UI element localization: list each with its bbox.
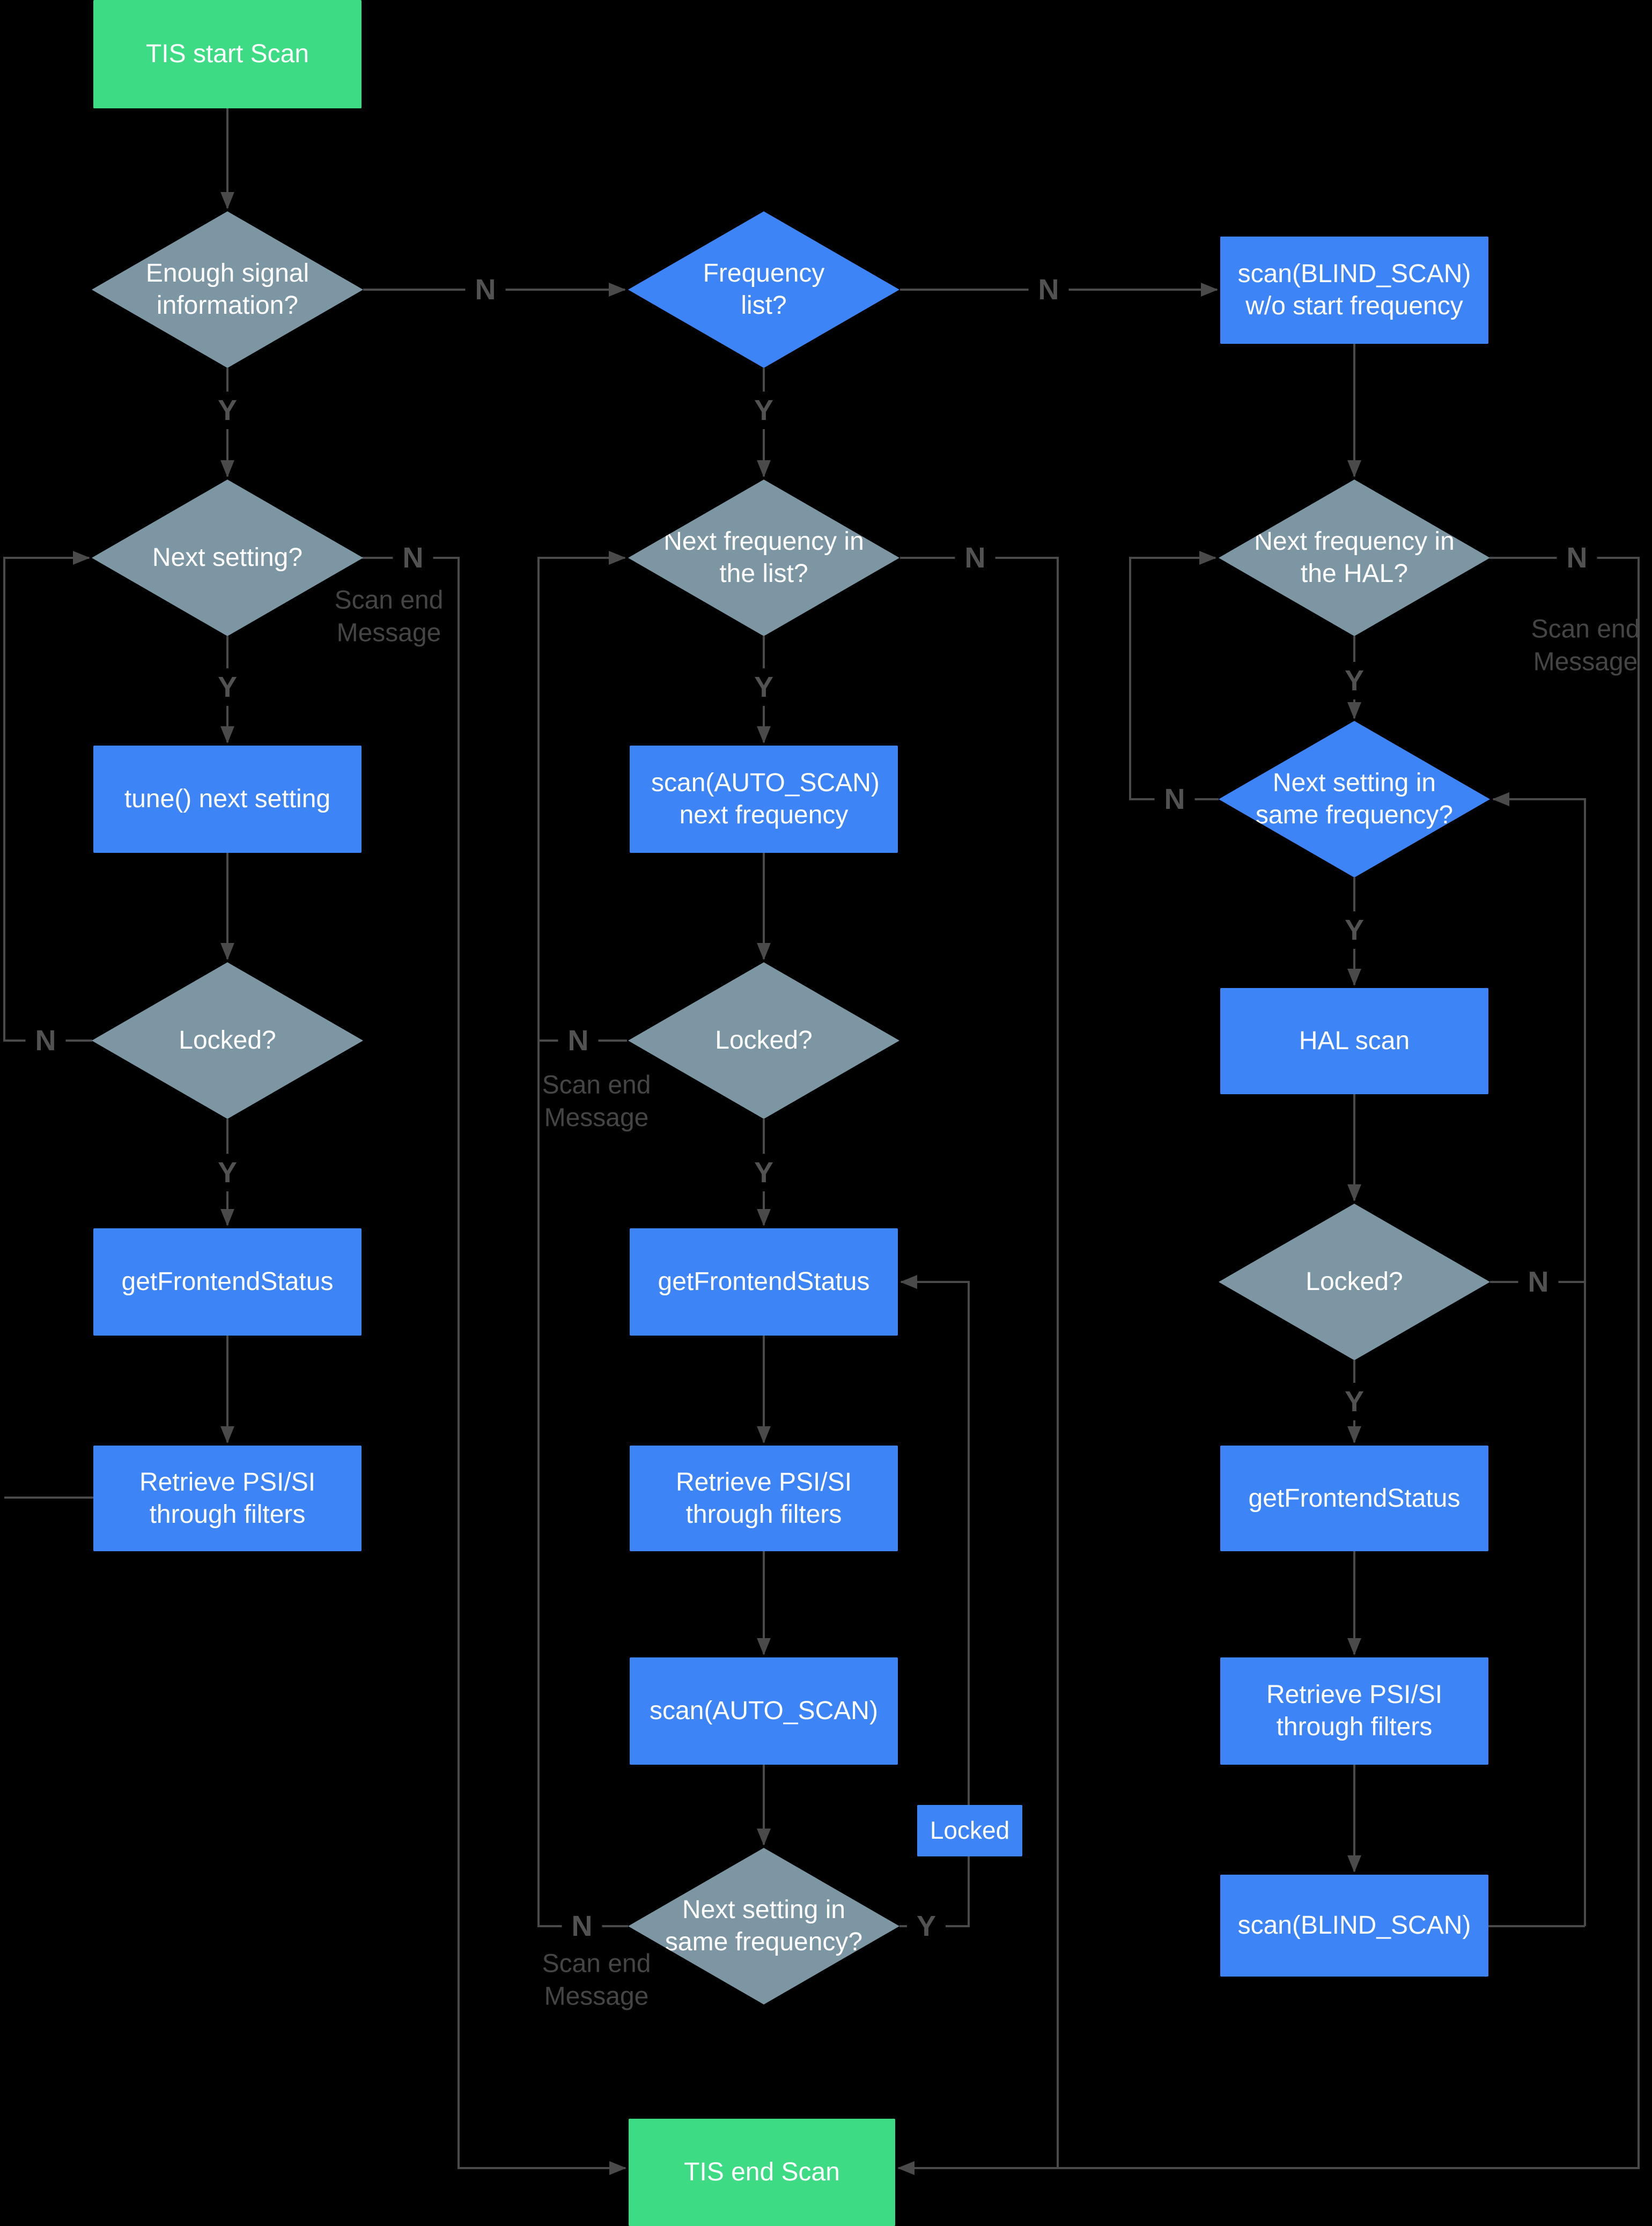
node-label: scan(AUTO_SCAN) [650,1697,878,1725]
node-scan-blind-scan-wo-start-frequency: scan(BLIND_SCAN) w/o start frequency [1220,237,1488,344]
edge-tag-locked: Locked [917,1805,1022,1856]
label-yes-next-setting: Y [208,668,247,706]
node-label: HAL scan [1299,1027,1410,1055]
node-label: Next setting? [152,543,303,572]
label-yes-locked-right: Y [1334,1383,1374,1420]
node-retrieve-psi-si-right: Retrieve PSI/SI through filters [1220,1657,1488,1765]
node-label: Locked? [1306,1267,1403,1296]
node-label: Retrieve PSI/SI through filters [139,1468,316,1529]
label-no-enough-signal: N [465,271,506,308]
label-no-next-setting: N [393,539,433,577]
node-get-frontend-status-mid: getFrontendStatus [630,1228,898,1336]
label-no-same-freq-mid: N [562,1907,602,1945]
node-get-frontend-status-right: getFrontendStatus [1220,1446,1488,1551]
node-tis-start-scan: TIS start Scan [93,0,362,108]
label-yes-enough-signal: Y [208,392,247,429]
label-yes-next-freq-hal: Y [1334,662,1374,699]
node-label: Next setting in same frequency? [665,1896,863,1956]
label-no-frequency-list: N [1028,271,1069,308]
label-yes-locked-left: Y [208,1154,247,1191]
label-scan-end-message-left: Scan end Message [334,586,444,647]
label-yes-same-freq-hal: Y [1334,911,1374,949]
label-scan-end-message-mid-upper: Scan end Message [542,1071,651,1132]
node-label: Locked? [715,1026,813,1055]
label-yes-frequency-list: Y [744,392,784,429]
node-label: Retrieve PSI/SI through filters [1266,1680,1443,1741]
node-retrieve-psi-si-mid: Retrieve PSI/SI through filters [630,1446,898,1551]
node-label: getFrontendStatus [121,1267,334,1296]
label-no-locked-mid: N [558,1022,599,1059]
node-label: getFrontendStatus [1248,1484,1461,1513]
node-label: getFrontendStatus [658,1267,870,1296]
node-label: Locked [930,1816,1010,1845]
edge-locked-left-no-loop [3,551,92,1042]
node-label: Retrieve PSI/SI through filters [675,1468,852,1529]
node-scan-auto-scan-next-frequency: scan(AUTO_SCAN) next frequency [630,746,898,853]
label-no-locked-left: N [25,1022,66,1059]
node-label: TIS end Scan [684,2158,840,2186]
node-label: scan(BLIND_SCAN) w/o start frequency [1237,260,1471,320]
node-label: Next setting in same frequency? [1255,769,1454,829]
node-label: tune() next setting [124,785,331,813]
edge-right-loop-rail [1492,792,1586,1926]
node-label: Next frequency in the list? [663,527,864,588]
label-no-same-freq-hal: N [1154,780,1195,818]
node-label: Frequency list? [703,259,825,320]
node-tune-next-setting: tune() next setting [93,746,362,853]
edge-same-freq-hal-no-loop [1129,551,1219,800]
label-yes-next-freq-list: Y [744,668,784,706]
label-yes-same-freq-mid: Y [906,1907,946,1945]
label-no-next-freq-list: N [955,539,995,577]
node-get-frontend-status-left: getFrontendStatus [93,1228,362,1336]
edge-same-freq-mid-no-loop [537,551,628,1927]
label-no-locked-right: N [1518,1263,1559,1301]
node-label: Locked? [179,1026,276,1055]
node-retrieve-psi-si-left: Retrieve PSI/SI through filters [93,1446,362,1551]
label-scan-end-message-right: Scan end Message [1531,615,1640,676]
label-scan-end-message-mid-lower: Scan end Message [542,1949,651,2011]
node-label: Next frequency in the HAL? [1254,527,1455,588]
edge-next-freq-list-no-to-end [900,557,1059,2168]
node-scan-blind-scan: scan(BLIND_SCAN) [1220,1875,1488,1977]
node-label: scan(AUTO_SCAN) next frequency [651,769,880,829]
node-label: Enough signal information? [145,259,309,320]
node-label: TIS start Scan [145,40,309,68]
label-no-next-freq-hal: N [1557,539,1597,577]
node-scan-auto-scan: scan(AUTO_SCAN) [630,1657,898,1765]
node-hal-scan: HAL scan [1220,988,1488,1094]
label-yes-locked-mid: Y [744,1154,784,1191]
node-tis-end-scan: TIS end Scan [629,2119,895,2226]
node-label: scan(BLIND_SCAN) [1237,1911,1471,1940]
